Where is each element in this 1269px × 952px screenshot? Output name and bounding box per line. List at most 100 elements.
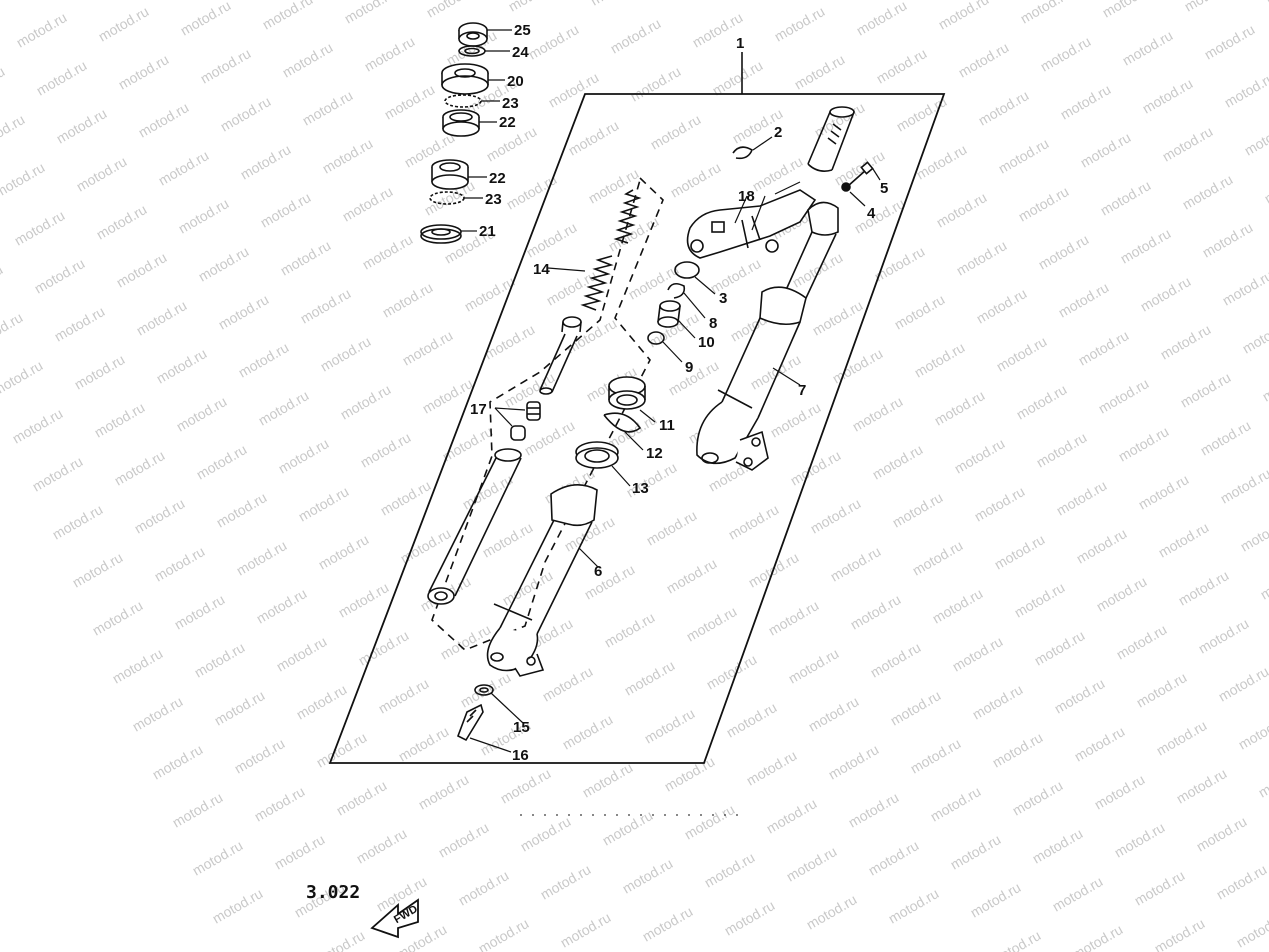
watermark-text: motod.ru bbox=[506, 0, 562, 15]
watermark-text: motod.ru bbox=[1112, 819, 1168, 860]
callout-8: 8 bbox=[709, 315, 717, 332]
watermark-text: motod.ru bbox=[70, 549, 126, 590]
watermark-text: motod.ru bbox=[894, 93, 950, 134]
watermark-text: motod.ru bbox=[724, 699, 780, 740]
watermark-text: motod.ru bbox=[196, 243, 252, 284]
callout-11: 11 bbox=[659, 417, 675, 434]
watermark-text: motod.ru bbox=[832, 147, 888, 188]
watermark-text: motod.ru bbox=[538, 861, 594, 902]
watermark-text: motod.ru bbox=[1242, 117, 1269, 158]
watermark-text: motod.ru bbox=[0, 63, 7, 104]
watermark-text: motod.ru bbox=[1140, 75, 1196, 116]
watermark-text: motod.ru bbox=[116, 51, 172, 92]
watermark-text: motod.ru bbox=[1118, 225, 1174, 266]
watermark-text: motod.ru bbox=[792, 51, 848, 92]
watermark-text: motod.ru bbox=[32, 255, 88, 296]
watermark-text: motod.ru bbox=[950, 633, 1006, 674]
watermark-text: motod.ru bbox=[1058, 81, 1114, 122]
watermark-text: motod.ru bbox=[914, 141, 970, 182]
watermark-text: motod.ru bbox=[52, 303, 108, 344]
watermark-text: motod.ru bbox=[436, 819, 492, 860]
watermark-text: motod.ru bbox=[0, 159, 47, 200]
watermark-text: motod.ru bbox=[790, 249, 846, 290]
watermark-text: motod.ru bbox=[1034, 429, 1090, 470]
watermark-text: motod.ru bbox=[588, 0, 644, 9]
watermark-text: motod.ru bbox=[620, 855, 676, 896]
callout-14: 14 bbox=[533, 261, 550, 278]
watermark-text: motod.ru bbox=[1030, 825, 1086, 866]
watermark-text: motod.ru bbox=[1054, 477, 1110, 518]
watermark-text: motod.ru bbox=[34, 57, 90, 98]
watermark-text: motod.ru bbox=[996, 135, 1052, 176]
watermark-text: motod.ru bbox=[238, 141, 294, 182]
watermark-text: motod.ru bbox=[338, 381, 394, 422]
watermark-text: motod.ru bbox=[400, 327, 456, 368]
watermark-text: motod.ru bbox=[976, 87, 1032, 128]
callout-24: 24 bbox=[512, 44, 529, 61]
watermark-text: motod.ru bbox=[806, 693, 862, 734]
watermark-text: motod.ru bbox=[1056, 279, 1112, 320]
watermark-text: motod.ru bbox=[296, 483, 352, 524]
watermark-text: motod.ru bbox=[932, 387, 988, 428]
watermark-text: motod.ru bbox=[136, 99, 192, 140]
watermark-text: motod.ru bbox=[298, 285, 354, 326]
watermark-text: motod.ru bbox=[174, 393, 230, 434]
clip-12 bbox=[603, 412, 642, 433]
watermark-text: motod.ru bbox=[1240, 315, 1269, 356]
watermark-text: motod.ru bbox=[114, 249, 170, 290]
watermark-text: motod.ru bbox=[626, 261, 682, 302]
outer-fork-tube-6 bbox=[486, 484, 598, 677]
watermark-text: motod.ru bbox=[0, 111, 27, 152]
watermark-text: motod.ru bbox=[74, 153, 130, 194]
watermark-text: motod.ru bbox=[682, 801, 738, 842]
watermark-text: motod.ru bbox=[294, 681, 350, 722]
watermark-text: motod.ru bbox=[886, 885, 942, 926]
watermark-text: motod.ru bbox=[1032, 627, 1088, 668]
watermark-text: motod.ru bbox=[1156, 519, 1212, 560]
watermark-text: motod.ru bbox=[1038, 33, 1094, 74]
callout-20: 20 bbox=[507, 73, 524, 90]
right-fork-leg-7 bbox=[696, 201, 839, 471]
watermark-text: motod.ru bbox=[320, 135, 376, 176]
watermark-text: motod.ru bbox=[198, 45, 254, 86]
watermark-text: motod.ru bbox=[396, 723, 452, 764]
watermark-text: motod.ru bbox=[1202, 21, 1258, 62]
callout-labels: 1 2 3 4 5 6 7 8 9 10 11 12 13 14 15 16 1… bbox=[470, 22, 888, 764]
watermark-text: motod.ru bbox=[216, 291, 272, 332]
watermark-text: motod.ru bbox=[1136, 471, 1192, 512]
watermark-text: motod.ru bbox=[670, 0, 726, 3]
watermark-text: motod.ru bbox=[178, 0, 234, 39]
ring-9 bbox=[647, 331, 665, 345]
watermark-text: motod.ru bbox=[356, 627, 412, 668]
watermark-text: motod.ru bbox=[560, 711, 616, 752]
watermark-text: motod.ru bbox=[990, 729, 1046, 770]
watermark-text: motod.ru bbox=[602, 609, 658, 650]
watermark-text: motod.ru bbox=[1236, 711, 1269, 752]
watermark-text: motod.ru bbox=[936, 0, 992, 33]
watermark-text: motod.ru bbox=[14, 9, 70, 50]
watermark-text: motod.ru bbox=[910, 537, 966, 578]
watermark-text: motod.ru bbox=[1222, 69, 1269, 110]
watermark-text: motod.ru bbox=[212, 687, 268, 728]
watermark-text: motod.ru bbox=[420, 375, 476, 416]
watermark-text: motod.ru bbox=[848, 591, 904, 632]
watermark-text: motod.ru bbox=[668, 159, 724, 200]
watermark-text: motod.ru bbox=[342, 0, 398, 27]
watermark-text: motod.ru bbox=[254, 585, 310, 626]
watermark-text: motod.ru bbox=[376, 675, 432, 716]
assembly-outline bbox=[328, 93, 946, 764]
watermark-text: motod.ru bbox=[150, 741, 206, 782]
watermark-text: motod.ru bbox=[870, 441, 926, 482]
watermark-text: motod.ru bbox=[170, 789, 226, 830]
watermark-text: motod.ru bbox=[934, 189, 990, 230]
watermark-text: motod.ru bbox=[1014, 381, 1070, 422]
callout-21: 21 bbox=[479, 223, 496, 240]
callout-2: 2 bbox=[774, 124, 782, 141]
watermark-text: motod.ru bbox=[92, 399, 148, 440]
watermark-text: motod.ru bbox=[1262, 165, 1269, 206]
watermark-text: motod.ru bbox=[256, 387, 312, 428]
watermark-text: motod.ru bbox=[382, 81, 438, 122]
watermark-text: motod.ru bbox=[10, 405, 66, 446]
watermark-text: motod.ru bbox=[808, 495, 864, 536]
watermark-text: motod.ru bbox=[874, 45, 930, 86]
